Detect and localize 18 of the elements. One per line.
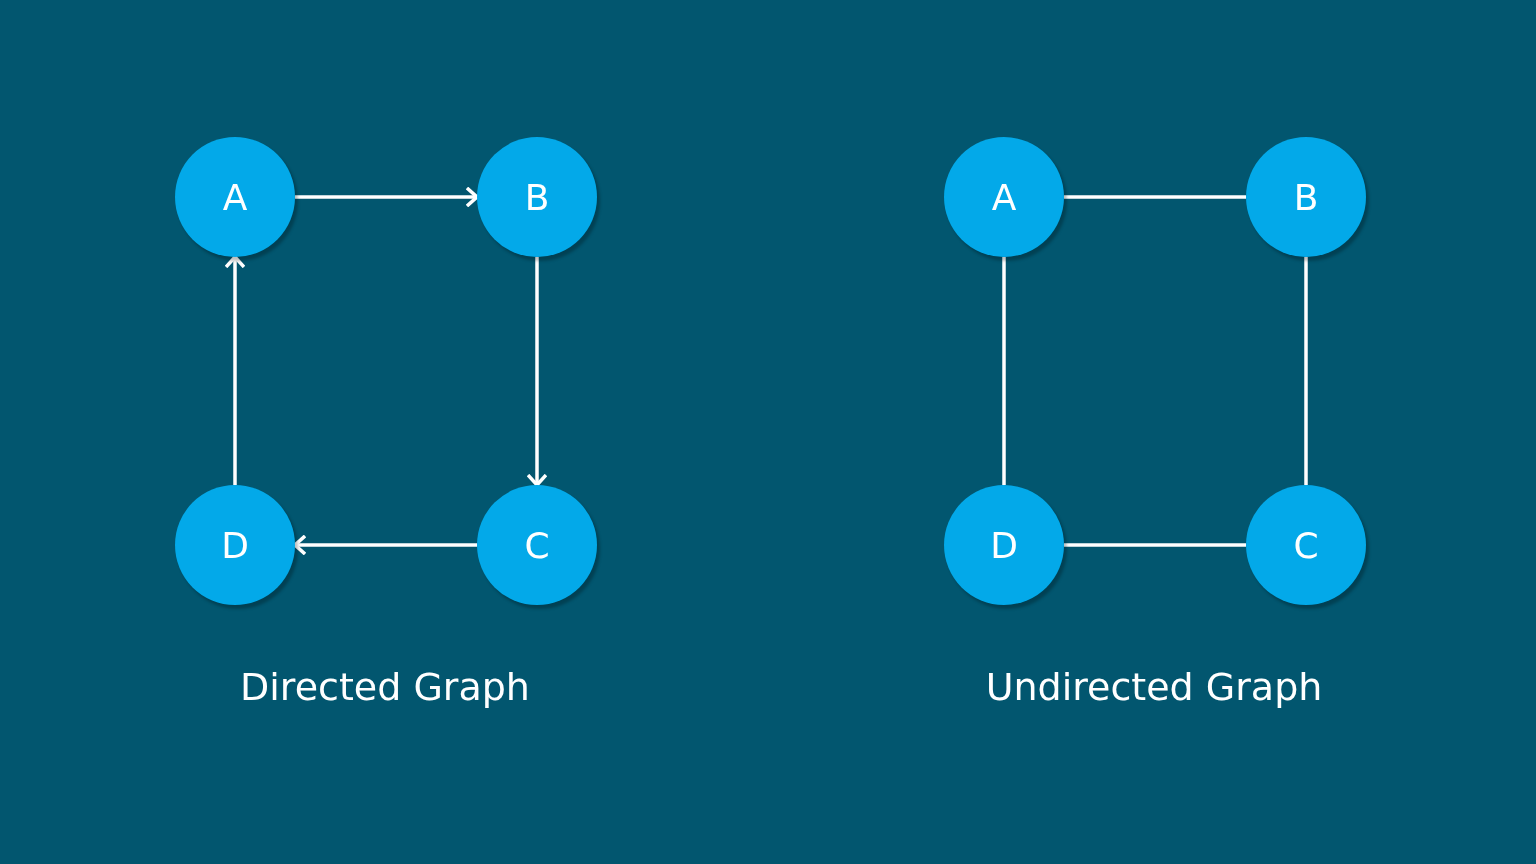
connector-line (1064, 195, 1246, 199)
node-label: A (222, 176, 248, 218)
node-label: B (524, 176, 550, 218)
arrow (526, 257, 548, 487)
graph-caption: Directed Graph (240, 665, 530, 709)
node-label: C (1293, 524, 1319, 566)
arrow (293, 534, 477, 556)
connector-line (1304, 257, 1308, 485)
graph-caption: Undirected Graph (985, 665, 1323, 709)
node-label: A (991, 176, 1017, 218)
connector-line (1002, 257, 1006, 485)
arrow (224, 255, 246, 485)
connector-line (1064, 543, 1246, 547)
node-label: D (990, 524, 1018, 566)
node-label: B (1293, 176, 1319, 218)
node-label: D (221, 524, 249, 566)
node-label: C (524, 524, 550, 566)
arrow (295, 186, 479, 208)
